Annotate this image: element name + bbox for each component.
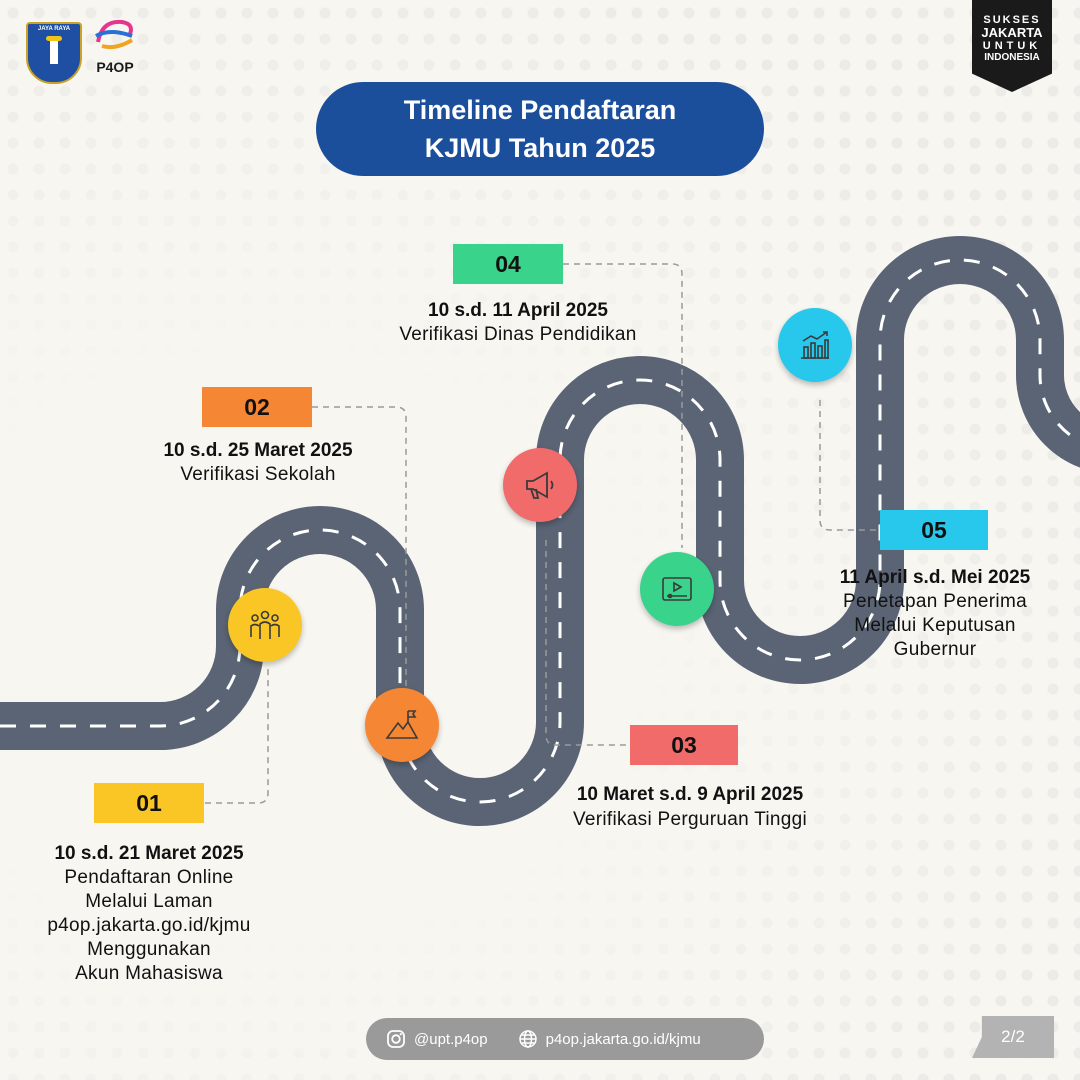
title-pill: Timeline Pendaftaran KJMU Tahun 2025 <box>316 82 764 176</box>
people-group-icon <box>250 610 280 639</box>
mountain-flag-icon <box>385 710 419 739</box>
step4-number-tag: 04 <box>453 244 563 284</box>
step3-circle <box>503 448 577 522</box>
sukses-jakarta-badge: SUKSES JAKARTA UNTUK INDONESIA <box>972 0 1052 92</box>
step2-date: 10 s.d. 25 Maret 2025 <box>163 440 353 461</box>
step1-number-tag: 01 <box>94 783 204 823</box>
step4-circle <box>640 552 714 626</box>
step3-description: Verifikasi Perguruan Tinggi <box>572 809 808 830</box>
growth-chart-icon <box>801 331 829 359</box>
page-indicator: 2/2 <box>972 1016 1054 1058</box>
connector-03 <box>545 540 630 746</box>
step5-description: Penetapan Penerima Melalui Keputusan Gub… <box>843 591 1027 660</box>
step5-date: 11 April s.d. Mei 2025 <box>839 567 1031 588</box>
instagram-handle-link[interactable]: @upt.p4op <box>414 1030 488 1048</box>
connector-02 <box>312 406 407 686</box>
crest-text: JAYA RAYA <box>37 26 71 32</box>
step1-date: 10 s.d. 21 Maret 2025 <box>54 843 244 864</box>
step3-date: 10 Maret s.d. 9 April 2025 <box>576 784 804 805</box>
website-link[interactable]: p4op.jakarta.go.id/kjmu <box>545 1030 701 1048</box>
connector-05 <box>819 400 880 531</box>
connector-01 <box>205 668 269 804</box>
title-line-2: KJMU Tahun 2025 <box>424 133 656 163</box>
step4-description: Verifikasi Dinas Pendidikan <box>399 324 637 345</box>
p4op-logo: P4OP <box>92 14 138 84</box>
video-player-icon <box>662 577 692 601</box>
step5-number-tag: 05 <box>880 510 988 550</box>
megaphone-icon <box>526 471 554 499</box>
jakarta-crest-logo: JAYA RAYA <box>26 22 82 84</box>
globe-icon <box>518 1029 538 1049</box>
step2-circle <box>365 688 439 762</box>
step2-number-tag: 02 <box>202 387 312 427</box>
connector-04 <box>563 263 683 548</box>
step1-description: Pendaftaran Online Melalui Laman p4op.ja… <box>47 867 251 984</box>
footer-bar: @upt.p4op p4op.jakarta.go.id/kjmu <box>366 1018 764 1060</box>
step1-circle <box>228 588 302 662</box>
p4op-swirl-icon <box>95 19 134 50</box>
instagram-icon <box>386 1029 406 1049</box>
step4-date: 10 s.d. 11 April 2025 <box>428 300 608 321</box>
step5-circle <box>778 308 852 382</box>
p4op-text: P4OP <box>96 59 134 75</box>
title-line-1: Timeline Pendaftaran <box>403 95 677 125</box>
step3-number-tag: 03 <box>630 725 738 765</box>
step2-description: Verifikasi Sekolah <box>180 464 336 485</box>
